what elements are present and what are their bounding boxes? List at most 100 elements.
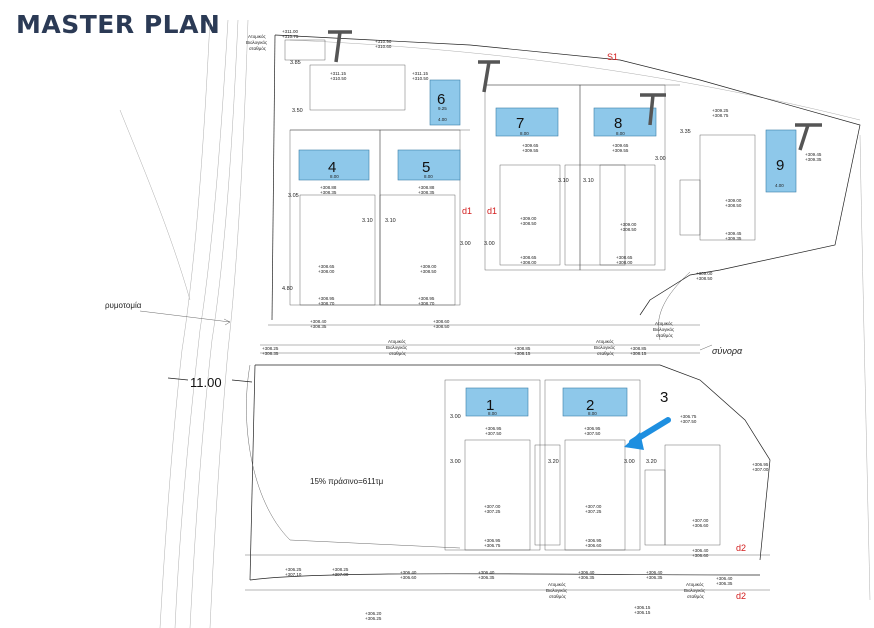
svg-text:+309.00: +309.00 xyxy=(520,216,537,221)
svg-text:+308.95: +308.95 xyxy=(318,296,335,301)
svg-text:+308.75: +308.75 xyxy=(712,113,729,118)
svg-text:8.00: 8.00 xyxy=(488,411,497,416)
pool-1 xyxy=(465,387,529,417)
svg-text:σταθμός: σταθμός xyxy=(656,332,674,338)
svg-text:+306.40: +306.40 xyxy=(692,548,709,553)
svg-text:Βιολογικός: Βιολογικός xyxy=(684,587,706,593)
boundary-label: σύνορα xyxy=(712,346,743,356)
svg-text:+308.60: +308.60 xyxy=(433,319,450,324)
svg-text:+311.15: +311.15 xyxy=(412,71,429,76)
pools xyxy=(298,79,797,417)
red-labels: S1 d1 d1 d2 d2 xyxy=(462,52,746,601)
lot-number-6: 6 xyxy=(437,91,445,108)
svg-text:+307.50: +307.50 xyxy=(584,431,601,436)
svg-text:+308.15: +308.15 xyxy=(630,351,647,356)
label-d2-upper: d2 xyxy=(736,543,746,553)
boundary-arrow xyxy=(699,344,713,351)
svg-text:+307.50: +307.50 xyxy=(680,419,697,424)
lot-number-3: 3 xyxy=(660,389,668,406)
svg-text:3.00: 3.00 xyxy=(655,156,666,162)
road-width-dim xyxy=(167,377,253,383)
svg-text:+308.50: +308.50 xyxy=(696,276,713,281)
svg-text:Βιολογικός: Βιολογικός xyxy=(246,39,268,45)
svg-text:3.85: 3.85 xyxy=(290,60,301,66)
svg-text:Ατομικός: Ατομικός xyxy=(686,581,705,587)
svg-text:Βιολογικός: Βιολογικός xyxy=(386,344,408,350)
svg-text:3.00: 3.00 xyxy=(624,459,635,465)
svg-text:4.80: 4.80 xyxy=(282,286,293,292)
elevation-levels: +311.00 +310.75 +310.90 +310.60 +311.15 … xyxy=(262,29,822,621)
lot-number-4: 4 xyxy=(328,159,336,176)
svg-text:+306.95: +306.95 xyxy=(484,538,501,543)
svg-text:+308.50: +308.50 xyxy=(420,269,437,274)
svg-text:8.00: 8.00 xyxy=(616,131,625,136)
pool-7 xyxy=(495,107,559,137)
svg-text:+309.00: +309.00 xyxy=(725,198,742,203)
svg-text:+308.95: +308.95 xyxy=(418,296,435,301)
svg-text:+306.40: +306.40 xyxy=(716,576,733,581)
svg-text:3.50: 3.50 xyxy=(292,108,303,114)
svg-text:+307.00: +307.00 xyxy=(585,504,602,509)
svg-text:+306.60: +306.60 xyxy=(692,523,709,528)
svg-text:+306.35: +306.35 xyxy=(716,581,733,586)
svg-text:+306.60: +306.60 xyxy=(692,553,709,558)
svg-text:+309.45: +309.45 xyxy=(805,152,822,157)
svg-text:4.00: 4.00 xyxy=(438,117,447,122)
svg-text:3.10: 3.10 xyxy=(583,178,594,184)
svg-text:+306.60: +306.60 xyxy=(400,575,417,580)
house-blocks-upper xyxy=(284,39,756,306)
svg-text:+307.00: +307.00 xyxy=(692,518,709,523)
svg-text:+308.35: +308.35 xyxy=(320,190,337,195)
ravine-arrow xyxy=(139,310,231,326)
svg-text:+306.35: +306.35 xyxy=(646,575,663,580)
svg-text:+306.60: +306.60 xyxy=(585,543,602,548)
t-markers xyxy=(328,30,822,151)
label-d1-left: d1 xyxy=(462,206,472,216)
lot-number-1: 1 xyxy=(486,397,494,414)
svg-text:+307.25: +307.25 xyxy=(484,509,501,514)
svg-text:3.10: 3.10 xyxy=(362,218,373,224)
svg-text:Βιολογικός: Βιολογικός xyxy=(546,587,568,593)
svg-text:3.00: 3.00 xyxy=(450,459,461,465)
svg-text:+310.90: +310.90 xyxy=(375,39,392,44)
svg-text:+306.95: +306.95 xyxy=(752,462,769,467)
svg-text:+308.00: +308.00 xyxy=(616,260,633,265)
svg-text:+308.35: +308.35 xyxy=(310,324,327,329)
green-area-label: 15% πράσινο=611τμ xyxy=(310,477,384,486)
pool-5 xyxy=(397,149,461,181)
svg-text:+310.50: +310.50 xyxy=(330,76,347,81)
svg-text:+306.20: +306.20 xyxy=(365,611,382,616)
svg-text:+308.35: +308.35 xyxy=(262,351,279,356)
svg-text:+306.75: +306.75 xyxy=(680,414,697,419)
svg-text:+308.40: +308.40 xyxy=(310,319,327,324)
svg-text:+307.00: +307.00 xyxy=(484,504,501,509)
svg-text:σταθμός: σταθμός xyxy=(549,593,567,599)
svg-text:+306.25: +306.25 xyxy=(365,616,382,621)
svg-text:+308.50: +308.50 xyxy=(520,221,537,226)
svg-text:8.00: 8.00 xyxy=(520,131,529,136)
house-blocks-lower xyxy=(444,379,721,551)
svg-text:3.00: 3.00 xyxy=(450,414,461,420)
site-boundary xyxy=(245,34,861,591)
svg-text:Ατομικός: Ατομικός xyxy=(655,320,674,326)
svg-text:+308.25: +308.25 xyxy=(332,567,349,572)
svg-text:+309.35: +309.35 xyxy=(805,157,822,162)
pool-8 xyxy=(593,107,657,137)
svg-text:+310.60: +310.60 xyxy=(375,44,392,49)
road-width-label: 11.00 xyxy=(190,375,222,390)
svg-text:+307.10: +307.10 xyxy=(285,572,302,577)
svg-text:+307.00: +307.00 xyxy=(752,467,769,472)
svg-text:3.35: 3.35 xyxy=(680,129,691,135)
svg-text:3.20: 3.20 xyxy=(548,459,559,465)
svg-text:+306.40: +306.40 xyxy=(478,570,495,575)
bio-station-labels: Ατομικός Βιολογικός σταθμός Ατομικός Βιο… xyxy=(246,33,706,599)
svg-text:+308.65: +308.65 xyxy=(318,264,335,269)
svg-text:Βιολογικός: Βιολογικός xyxy=(653,326,675,332)
svg-text:+309.35: +309.35 xyxy=(725,236,742,241)
svg-text:+309.45: +309.45 xyxy=(725,231,742,236)
svg-text:+310.50: +310.50 xyxy=(412,76,429,81)
dimension-labels: 3.85 3.50 3.10 3.10 3.10 3.10 3.00 3.00 … xyxy=(282,60,691,465)
pool-dimensions: 4.00 9.25 8.00 8.00 8.00 8.00 4.00 8.00 … xyxy=(330,106,784,416)
svg-text:3.10: 3.10 xyxy=(385,218,396,224)
svg-text:+306.25: +306.25 xyxy=(285,567,302,572)
